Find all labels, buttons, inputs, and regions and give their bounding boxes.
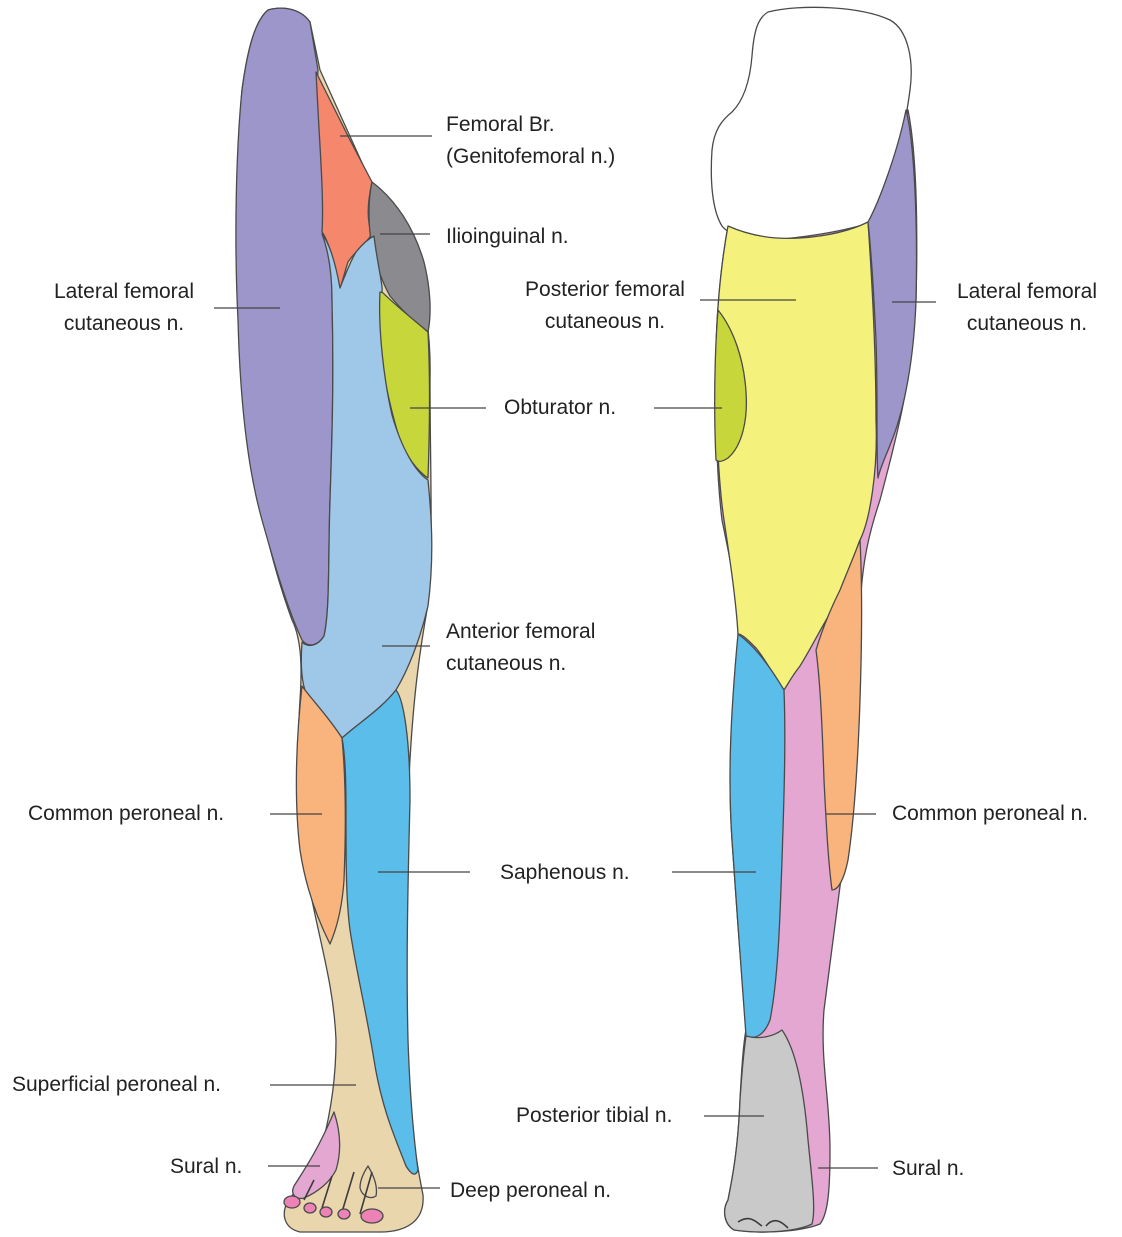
label-lateral-femoral-anterior-line2: cutaneous n. <box>64 312 184 335</box>
label-posterior-femoral-line2: cutaneous n. <box>545 310 665 333</box>
label-superficial-peroneal: Superficial peroneal n. <box>12 1073 221 1096</box>
toenail-2 <box>304 1203 316 1213</box>
label-lateral-femoral-anterior-line1: Lateral femoral <box>54 280 194 303</box>
anterior-leg <box>236 8 432 1232</box>
label-posterior-tibial: Posterior tibial n. <box>516 1104 672 1127</box>
label-lateral-femoral-posterior-line1: Lateral femoral <box>957 280 1097 303</box>
label-saphenous: Saphenous n. <box>500 861 630 884</box>
label-common-peroneal-anterior: Common peroneal n. <box>28 802 224 825</box>
toenail-3 <box>320 1207 332 1217</box>
toenail-1 <box>284 1196 300 1208</box>
label-posterior-femoral-line1: Posterior femoral <box>525 278 685 301</box>
label-femoral-branch-line1: Femoral Br. <box>446 113 555 136</box>
label-common-peroneal-posterior: Common peroneal n. <box>892 802 1088 825</box>
label-obturator-anterior: Obturator n. <box>504 396 616 419</box>
label-anterior-femoral-line1: Anterior femoral <box>446 620 595 643</box>
toenail-big <box>361 1209 383 1223</box>
posterior-leg <box>711 7 916 1232</box>
label-femoral-branch-line2: (Genitofemoral n.) <box>446 145 615 168</box>
label-sural-anterior: Sural n. <box>170 1155 242 1178</box>
label-anterior-femoral-line2: cutaneous n. <box>446 652 566 675</box>
label-ilioinguinal: Ilioinguinal n. <box>446 225 569 248</box>
label-sural-posterior: Sural n. <box>892 1157 964 1180</box>
label-deep-peroneal: Deep peroneal n. <box>450 1179 611 1202</box>
toenail-4 <box>338 1209 350 1219</box>
label-lateral-femoral-posterior-line2: cutaneous n. <box>967 312 1087 335</box>
